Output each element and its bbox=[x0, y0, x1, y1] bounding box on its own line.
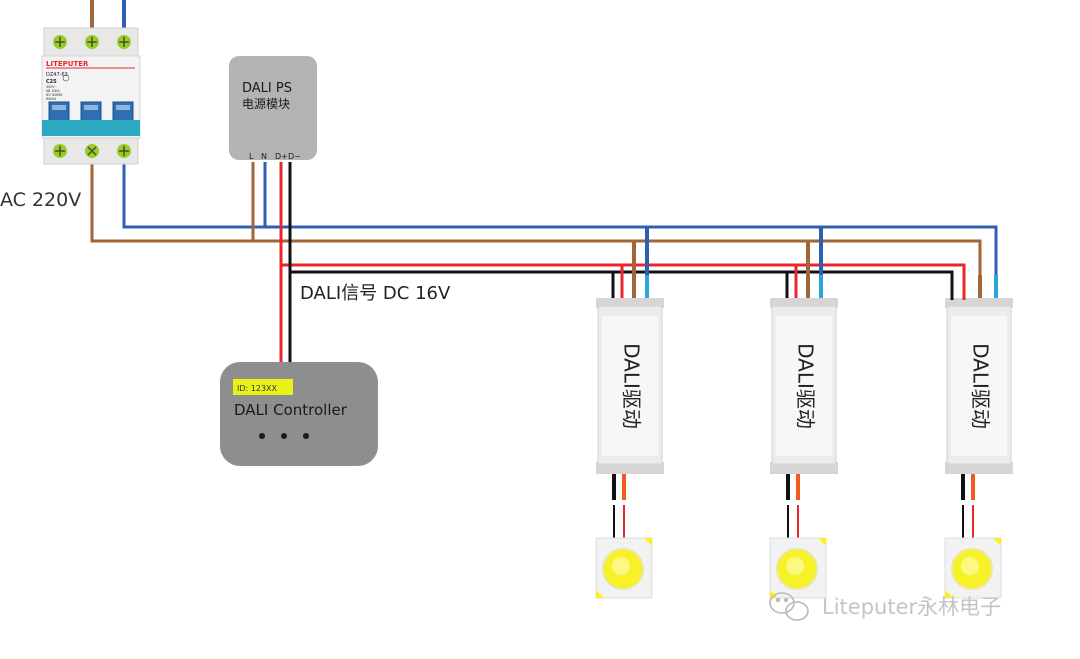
ps-terminal-dplus: D+ bbox=[275, 152, 288, 161]
breaker-teal-band bbox=[42, 120, 140, 136]
controller-name: DALI Controller bbox=[234, 401, 348, 419]
breaker-bottom-screws bbox=[53, 144, 131, 158]
dali-controller: ID: 123XX DALI Controller bbox=[220, 362, 378, 466]
breaker-toggles bbox=[48, 101, 134, 125]
ps-subtitle: 电源模块 bbox=[242, 97, 290, 111]
breaker-top-screws bbox=[53, 35, 131, 49]
controller-id-text: ID: 123XX bbox=[237, 384, 278, 393]
controller-id-display bbox=[233, 379, 293, 395]
dali-power-supply: DALI PS 电源模块 L N D+ D− bbox=[229, 56, 317, 161]
controller-dot-icon bbox=[259, 433, 265, 439]
cob-led-icon bbox=[595, 537, 653, 599]
watermark: Liteputer永林电子 bbox=[769, 592, 1001, 621]
breaker-rating: C25 bbox=[46, 79, 57, 85]
driver-2: DALI驱动 bbox=[769, 298, 838, 599]
breaker-spec-2: IEC 60898 bbox=[46, 93, 62, 97]
driver-bottom-flange bbox=[596, 462, 664, 474]
driver-label-panel bbox=[776, 316, 832, 456]
driver-label-panel bbox=[951, 316, 1007, 456]
live-brown-bus bbox=[90, 160, 982, 300]
dali-drivers: DALI驱动 DALI驱动 DALI驱动 bbox=[595, 265, 1013, 599]
driver-1: DALI驱动 bbox=[595, 298, 664, 599]
breaker-spec-0: 400V~ bbox=[46, 85, 57, 89]
ps-title: DALI PS bbox=[242, 81, 292, 96]
ps-terminal-dminus: D− bbox=[288, 152, 301, 161]
ac-voltage-label: AC 220V bbox=[0, 189, 81, 211]
ps-terminal-n: N bbox=[261, 152, 267, 161]
ps-terminal-l: L bbox=[249, 152, 254, 161]
cob-led-icon bbox=[944, 537, 1002, 599]
breaker-model: DZ47-63 bbox=[46, 72, 68, 78]
controller-dot-icon bbox=[303, 433, 309, 439]
driver-3: DALI驱动 bbox=[944, 298, 1013, 599]
wiring bbox=[90, 0, 998, 362]
driver-label-panel bbox=[602, 316, 658, 456]
driver-top-flange bbox=[945, 298, 1013, 308]
breaker-brand: LITEPUTER bbox=[46, 60, 89, 68]
certification-mark-icon bbox=[62, 74, 70, 82]
watermark-text: Liteputer永林电子 bbox=[822, 595, 1001, 619]
driver-label: DALI驱动 bbox=[794, 343, 818, 429]
driver-top-flange bbox=[596, 298, 664, 308]
driver-top-flange bbox=[770, 298, 838, 308]
neutral-blue-bus bbox=[122, 160, 998, 300]
controller-dot-icon bbox=[281, 433, 287, 439]
ps-box bbox=[229, 56, 317, 160]
circuit-breaker: LITEPUTER DZ47-63 C25 400V~ AB 10KA IEC … bbox=[41, 27, 141, 165]
driver-label: DALI驱动 bbox=[620, 343, 644, 429]
breaker-spec-3: 6000A bbox=[46, 97, 57, 101]
driver-bottom-flange bbox=[770, 462, 838, 474]
cob-led-icon bbox=[769, 537, 827, 599]
driver-bottom-flange bbox=[945, 462, 1013, 474]
driver-label: DALI驱动 bbox=[969, 343, 993, 429]
breaker-spec-1: AB 10KA bbox=[46, 89, 60, 93]
wechat-logo-icon bbox=[769, 592, 809, 621]
dali-signal-label: DALI信号 DC 16V bbox=[300, 283, 451, 304]
